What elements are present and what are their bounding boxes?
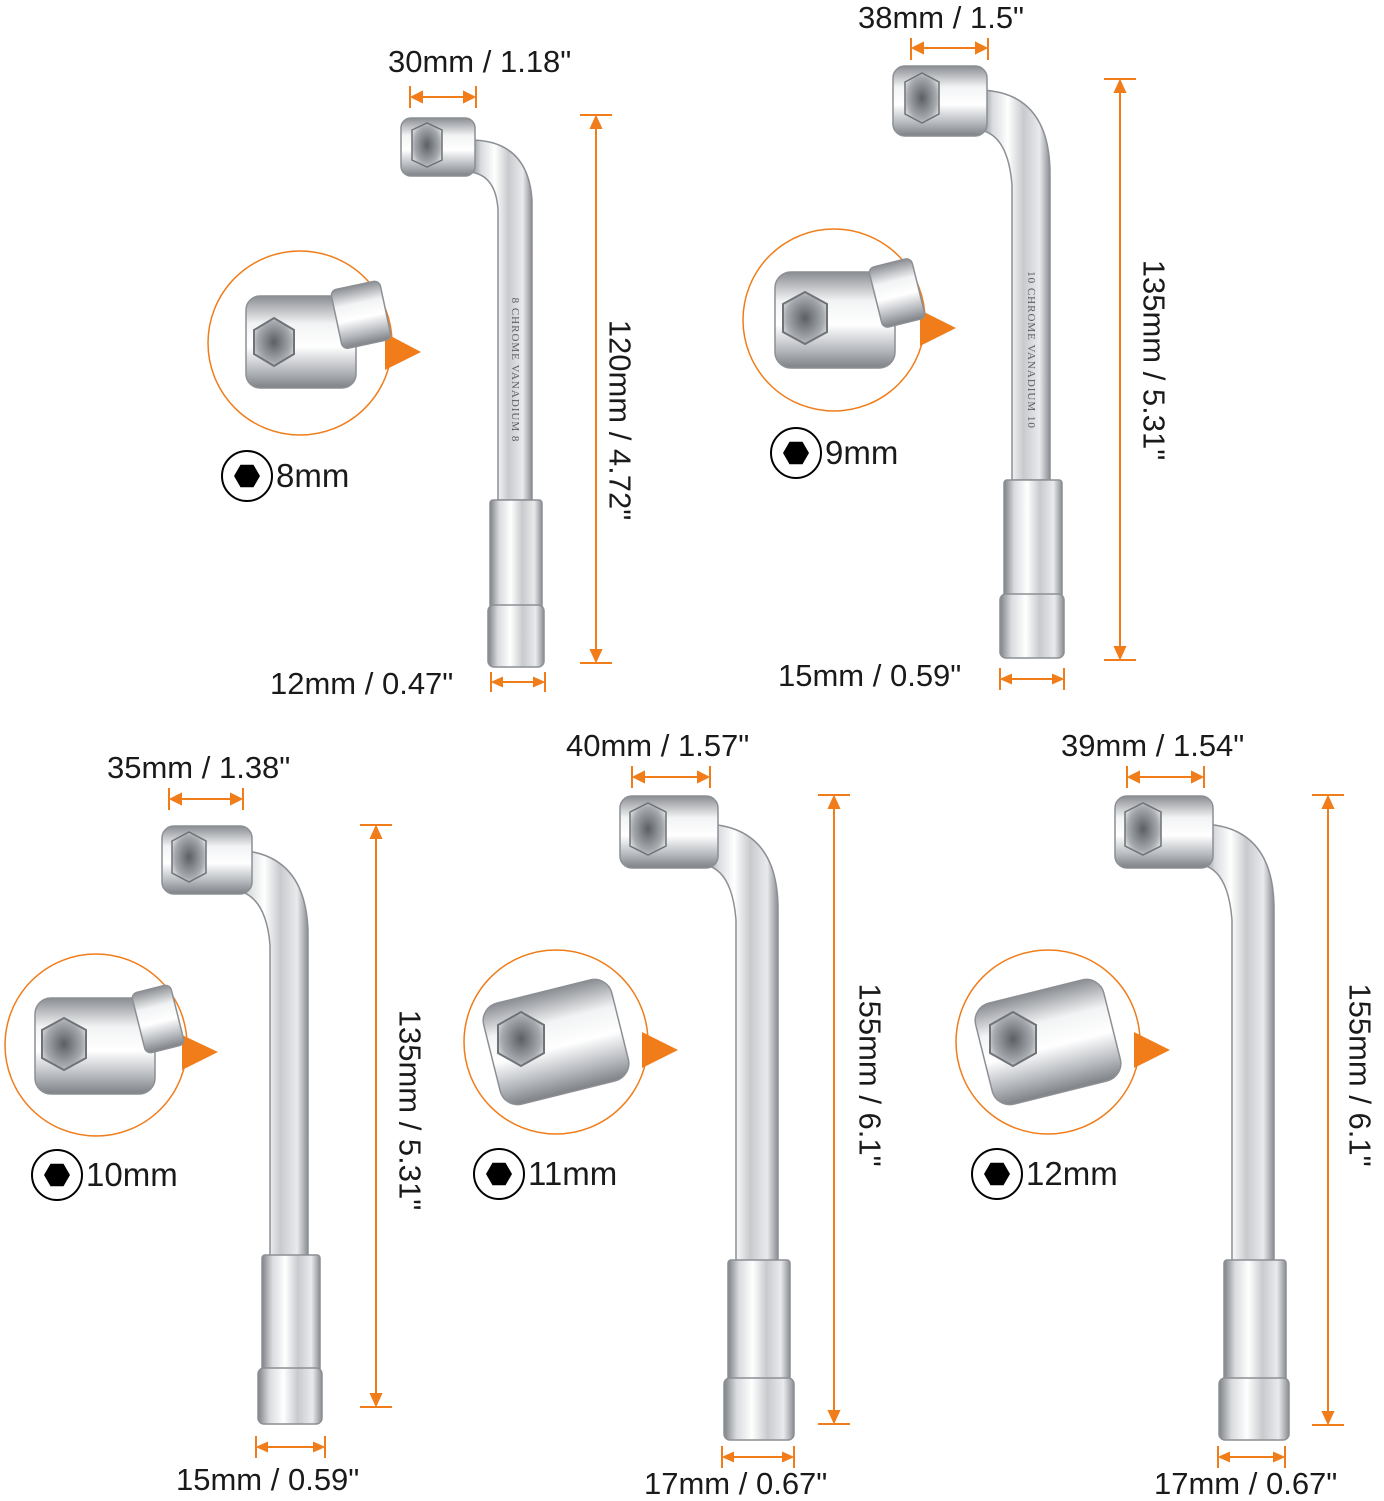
- engraving-8mm: 8 CHROME VANADIUM 8: [509, 297, 521, 443]
- hex-size-label: 9mm: [825, 434, 899, 471]
- length-label: 155mm / 6.1": [852, 983, 888, 1167]
- length-arrow: [1104, 78, 1136, 661]
- top-width-arrow: [1126, 766, 1205, 788]
- bottom-width-label: 12mm / 0.47": [270, 666, 454, 701]
- top-width-arrow: [631, 766, 711, 788]
- length-arrow: [1312, 794, 1344, 1426]
- socket-zoom-circle: [463, 949, 678, 1135]
- length-arrow: [818, 794, 850, 1425]
- socket-zoom-circle: [742, 228, 956, 412]
- hex-size-tag: 10mm: [30, 1148, 178, 1202]
- hex-size-label: 11mm: [528, 1155, 618, 1192]
- length-label: 135mm / 5.31": [392, 1009, 428, 1211]
- socket-zoom-circle: [955, 949, 1170, 1135]
- hex-size-icon: [221, 450, 273, 502]
- top-width-label: 38mm / 1.5": [858, 0, 1025, 35]
- bottom-width-arrow: [255, 1436, 326, 1458]
- wrench-12mm-drawing: [955, 766, 1344, 1468]
- bottom-width-arrow: [1217, 1446, 1286, 1468]
- hex-size-label: 8mm: [276, 457, 350, 494]
- hex-size-tag: 8mm: [220, 449, 349, 503]
- wrench-body: [892, 65, 1065, 659]
- socket-zoom-circle: [4, 953, 218, 1137]
- wrench-8mm-drawing: [207, 86, 612, 692]
- bottom-width-label: 15mm / 0.59": [778, 658, 962, 693]
- bottom-width-label: 17mm / 0.67": [1154, 1466, 1338, 1501]
- length-arrow: [580, 114, 612, 664]
- length-label: 155mm / 6.1": [1342, 983, 1378, 1167]
- bottom-width-arrow: [721, 1446, 795, 1468]
- bottom-width-arrow: [999, 668, 1065, 690]
- top-width-arrow: [409, 86, 477, 108]
- engraving-9mm: 10 CHROME VANADIUM 10: [1025, 271, 1037, 429]
- length-label: 120mm / 4.72": [602, 319, 638, 521]
- wrench-11mm-drawing: [463, 766, 850, 1468]
- wrench-10mm-drawing: [4, 788, 392, 1458]
- socket-zoom-circle: [207, 250, 421, 436]
- wrench-body: [1114, 795, 1290, 1441]
- hex-size-icon: [971, 1148, 1023, 1200]
- hex-size-label: 10mm: [86, 1156, 178, 1193]
- top-width-arrow: [168, 788, 244, 810]
- hex-size-label: 12mm: [1026, 1155, 1118, 1192]
- wrench-11mm: 40mm / 1.57" 155mm / 6.1" 17mm / 0.67" 1…: [460, 700, 920, 1500]
- bottom-width-label: 15mm / 0.59": [176, 1462, 360, 1497]
- top-width-arrow: [910, 38, 989, 60]
- hex-size-icon: [31, 1149, 83, 1201]
- top-width-label: 40mm / 1.57": [566, 728, 750, 763]
- wrench-8mm: 30mm / 1.18" 120mm / 4.72" 12mm / 0.47" …: [0, 0, 700, 710]
- hex-size-tag: 12mm: [970, 1147, 1118, 1201]
- hex-size-tag: 9mm: [769, 426, 898, 480]
- length-arrow: [360, 824, 392, 1408]
- top-width-label: 35mm / 1.38": [107, 750, 291, 785]
- hex-size-tag: 11mm: [472, 1147, 617, 1201]
- wrench-body: [619, 795, 795, 1441]
- wrench-12mm: 39mm / 1.54" 155mm / 6.1" 17mm / 0.67" 1…: [920, 700, 1384, 1500]
- wrench-10mm: 35mm / 1.38" 135mm / 5.31" 15mm / 0.59" …: [0, 700, 460, 1500]
- length-label: 135mm / 5.31": [1136, 259, 1172, 461]
- hex-size-icon: [473, 1148, 525, 1200]
- bottom-width-arrow: [490, 672, 546, 692]
- top-width-label: 30mm / 1.18": [388, 44, 572, 79]
- wrench-body: [161, 825, 323, 1425]
- wrench-body: [400, 117, 545, 668]
- bottom-width-label: 17mm / 0.67": [644, 1466, 828, 1501]
- top-width-label: 39mm / 1.54": [1061, 728, 1245, 763]
- hex-size-icon: [770, 427, 822, 479]
